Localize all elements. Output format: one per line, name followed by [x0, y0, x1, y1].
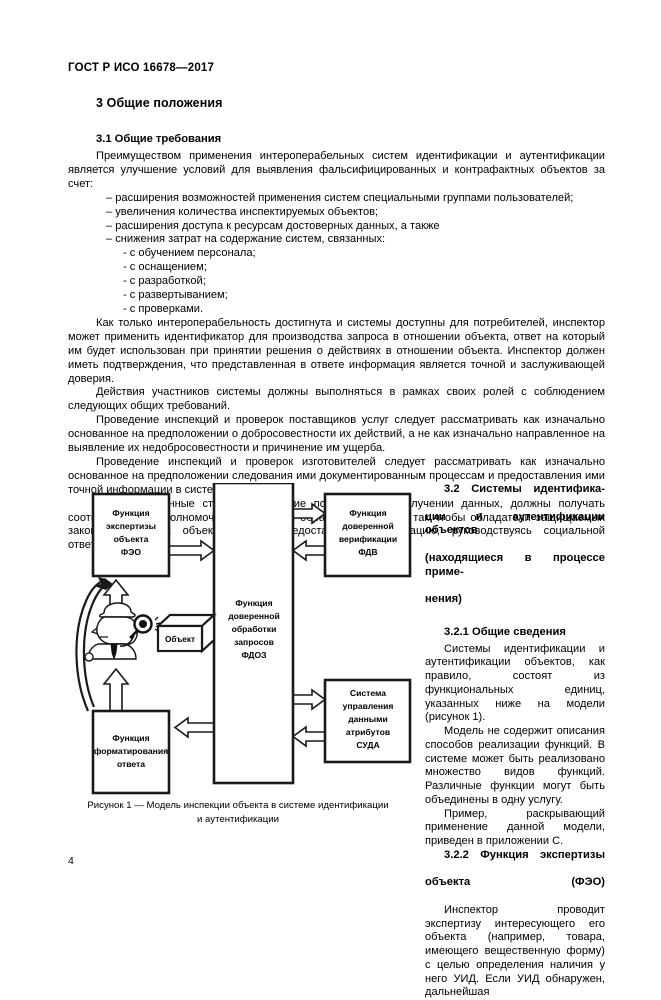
object-3d-box: Объект: [155, 612, 217, 654]
arrow-suda-to-center: [291, 725, 326, 748]
arrow-format-to-inspector: [102, 667, 130, 714]
arrow-center-to-suda: [292, 688, 327, 711]
list-item: - с оснащением;: [123, 261, 207, 274]
svg-text:ФДВ: ФДВ: [358, 547, 377, 557]
detective-inspector-icon: [84, 602, 161, 662]
svg-text:запросов: запросов: [234, 637, 274, 647]
paragraph-3-2-1-b: Модель не содержит описа­ния способов ре…: [425, 725, 605, 806]
clause-3-2-heading-line3: (находящиеся в процессе приме-: [425, 551, 605, 578]
arrow-fao-to-center: [168, 539, 216, 562]
clause-3-heading: 3 Общие положения: [96, 96, 223, 110]
list-item: - с обучением персонала;: [123, 247, 256, 260]
svg-text:Система: Система: [350, 688, 386, 698]
paragraph-interoperability: Как только интероперабельность достигнут…: [68, 316, 605, 385]
list-item: – расширения возможностей применения сис…: [106, 191, 574, 204]
box-fdoz: [212, 481, 295, 785]
svg-text:атрибутов: атрибутов: [346, 727, 390, 737]
svg-text:ФЭО: ФЭО: [121, 547, 141, 557]
paragraph-3-2-1-c: Пример, раскрывающий при­менение данной …: [425, 807, 605, 848]
list-item: – снижения затрат на содержание систем, …: [106, 233, 386, 246]
box-format-response-label: Функция форматирования ответа: [94, 733, 168, 769]
svg-text:Функция: Функция: [112, 733, 149, 743]
list-item: - с проверками.: [123, 302, 204, 315]
svg-text:ФДОЗ: ФДОЗ: [241, 650, 266, 660]
box-fao: [91, 492, 171, 578]
box-fdoz-label: Функция доверенной обработки запросов ФД…: [228, 598, 280, 660]
figure-1: Функция экспертизы объекта ФЭО Функция д…: [68, 481, 413, 833]
svg-text:верификации: верификации: [339, 534, 397, 544]
arrow-center-to-format: [173, 716, 215, 739]
paragraph-participants: Действия участников системы должны выпол…: [68, 386, 605, 413]
box-fdv-label: Функция доверенной верификации ФДВ: [339, 508, 397, 557]
clause-3-2-heading-line1: 3.2 Системы идентифика-: [444, 483, 605, 495]
svg-text:обработки: обработки: [232, 624, 277, 634]
arrow-fdv-to-center: [291, 539, 326, 562]
page-number: 4: [68, 855, 74, 867]
figure-caption-line-1: Рисунок 1 — Модель инспекции объекта в с…: [87, 800, 389, 811]
clause-3-2-heading-line4: нения): [425, 593, 462, 605]
box-suda-label: Система управления данными атрибутов СУД…: [343, 688, 394, 750]
svg-text:управления: управления: [343, 701, 394, 711]
figure-caption-line-2: и аутентификации: [197, 814, 279, 825]
svg-text:Функция: Функция: [349, 508, 386, 518]
svg-text:Функция: Функция: [235, 598, 272, 608]
list-item: – расширения доступа к ресурсам достовер…: [106, 219, 440, 232]
box-fdv: [323, 492, 412, 578]
box-format-response: [91, 709, 171, 795]
svg-text:объекта: объекта: [114, 534, 149, 544]
paragraph-3-1-intro: Преимуществом применения интероперабельн…: [68, 150, 605, 190]
arrow-center-to-fdv: [292, 502, 327, 525]
box-suda: [323, 678, 412, 764]
svg-text:Функция: Функция: [112, 508, 149, 518]
requirements-list: – расширения возможностей применения сис…: [68, 192, 605, 317]
figure-and-column-zone: Функция экспертизы объекта ФЭО Функция д…: [68, 481, 605, 998]
svg-text:доверенной: доверенной: [342, 521, 394, 531]
paragraph-suppliers: Проведение инспекций и проверок поставщи…: [68, 414, 605, 455]
paragraph-3-2-1-a: Системы идентификации и аутентификации о…: [425, 642, 605, 724]
page-header: ГОСТ Р ИСО 16678—2017: [68, 62, 215, 74]
object-box-label: Объект: [165, 634, 195, 644]
arrowhead-curved: [94, 577, 113, 590]
document-page: ГОСТ Р ИСО 16678—2017 3 Общие положения …: [68, 62, 605, 999]
clause-3-2-heading-line2: ции и аутентификации объектов: [425, 510, 605, 537]
clause-3-1-heading: 3.1 Общие требования: [96, 133, 222, 145]
figure-1-caption: Рисунок 1 — Модель инспекции объекта в с…: [68, 799, 408, 827]
figure-1-diagram: Функция экспертизы объекта ФЭО Функция д…: [75, 481, 412, 795]
paragraph-3-2-2-a: Инспектор проводит экспер­тизу интересую…: [425, 903, 605, 999]
svg-text:доверенной: доверенной: [228, 611, 280, 621]
list-item: - с разработкой;: [123, 275, 206, 288]
svg-text:форматирования: форматирования: [94, 746, 168, 756]
clause-3-2-2-heading-line1: 3.2.2 Функция экспертизы: [444, 848, 605, 861]
svg-text:данными: данными: [348, 714, 388, 724]
right-column: 3.2 Системы идентифика- ции и аутентифик…: [425, 483, 605, 1000]
list-item: - с развертыванием;: [123, 289, 228, 302]
clause-3-2-1-heading: 3.2.1 Общие сведения: [444, 625, 566, 638]
box-fao-label: Функция экспертизы объекта ФЭО: [106, 508, 156, 557]
svg-text:экспертизы: экспертизы: [106, 521, 156, 531]
svg-text:ответа: ответа: [117, 759, 145, 769]
svg-text:СУДА: СУДА: [356, 740, 379, 750]
clause-3-2-2-heading-line2: объекта (ФЭО): [425, 876, 605, 889]
list-item: – увеличения количества инспектируемых о…: [106, 205, 379, 218]
